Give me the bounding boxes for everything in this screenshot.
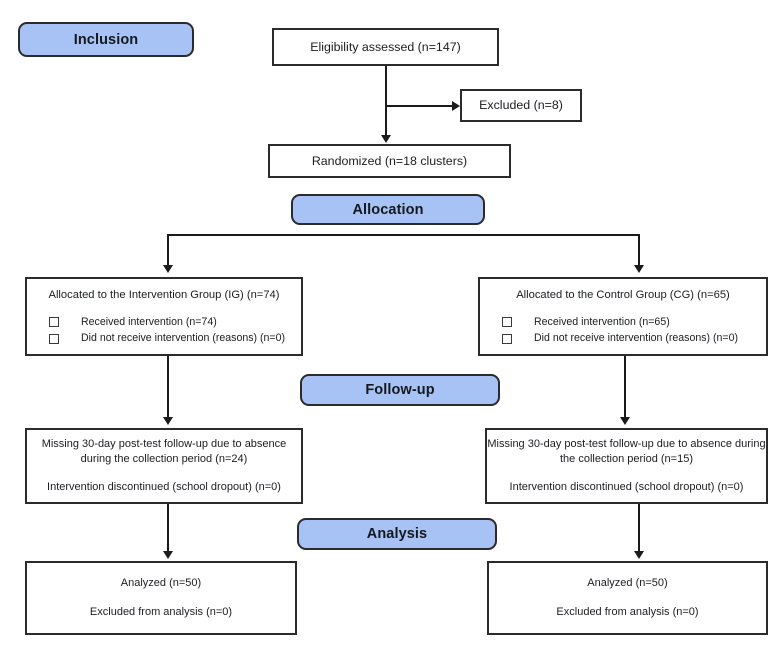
intervention-check-label-0: Received intervention (n=74)	[81, 315, 217, 328]
connector-followup-right-arrowhead	[620, 417, 630, 425]
connector-analysis-left-stem	[167, 504, 169, 554]
box-analysis-control-line1: Analyzed (n=50)	[587, 577, 668, 590]
box-followup-control-line1: Missing 30-day post-test follow-up due t…	[487, 437, 766, 465]
connector-analysis-left-arrowhead	[163, 551, 173, 559]
stage-badge-followup: Follow-up	[300, 374, 500, 406]
connector-analysis-right-stem	[638, 504, 640, 554]
connector-allocation-left-arrowhead	[163, 265, 173, 273]
box-excluded-label: Excluded (n=8)	[479, 98, 563, 113]
connector-followup-right-stem	[624, 356, 626, 419]
box-followup-control-line2: Intervention discontinued (school dropou…	[509, 481, 744, 494]
connector-eligibility-arrowhead	[381, 135, 391, 143]
control-check-label-0: Received intervention (n=65)	[534, 315, 670, 328]
box-analysis-intervention-line1: Analyzed (n=50)	[120, 577, 202, 590]
checkbox-icon	[49, 317, 59, 328]
list-item: Received intervention (n=65)	[502, 316, 766, 329]
stage-badge-allocation-label: Allocation	[352, 201, 424, 218]
stage-badge-followup-label: Follow-up	[365, 382, 435, 398]
connector-analysis-right-arrowhead	[634, 551, 644, 559]
box-followup-intervention-line2: Intervention discontinued (school dropou…	[47, 481, 281, 494]
connector-followup-left-stem	[167, 356, 169, 419]
box-randomized: Randomized (n=18 clusters)	[268, 144, 511, 178]
box-randomized-label: Randomized (n=18 clusters)	[311, 153, 468, 168]
box-followup-intervention-line1: Missing 30-day post-test follow-up due t…	[41, 437, 287, 465]
connector-allocation-split-bar	[167, 234, 639, 236]
connector-allocation-right-arrowhead	[634, 265, 644, 273]
box-eligibility-assessed-label: Eligibility assessed (n=147)	[310, 39, 461, 54]
intervention-checklist: Received intervention (n=74) Did not rec…	[27, 316, 301, 345]
connector-excluded-branch	[385, 105, 453, 107]
connector-eligibility-stem	[385, 66, 387, 138]
intervention-check-label-1: Did not receive intervention (reasons) (…	[81, 332, 286, 345]
list-item: Did not receive intervention (reasons) (…	[502, 332, 766, 345]
box-analysis-control-line2: Excluded from analysis (n=0)	[556, 606, 699, 618]
stage-badge-inclusion: Inclusion	[18, 22, 194, 57]
list-item: Did not receive intervention (reasons) (…	[49, 332, 301, 345]
box-eligibility-assessed: Eligibility assessed (n=147)	[272, 28, 499, 66]
box-followup-intervention: Missing 30-day post-test follow-up due t…	[25, 428, 303, 504]
box-allocated-control-title: Allocated to the Control Group (CG) (n=6…	[516, 288, 730, 301]
control-check-label-1: Did not receive intervention (reasons) (…	[534, 332, 739, 345]
box-allocated-control-group: Allocated to the Control Group (CG) (n=6…	[478, 277, 768, 356]
control-checklist: Received intervention (n=65) Did not rec…	[480, 316, 766, 345]
connector-followup-left-arrowhead	[163, 417, 173, 425]
connector-excluded-arrowhead	[452, 101, 460, 111]
box-analysis-control: Analyzed (n=50) Excluded from analysis (…	[487, 561, 768, 635]
box-allocated-intervention-group: Allocated to the Intervention Group (IG)…	[25, 277, 303, 356]
connector-allocation-right-drop	[638, 234, 640, 268]
box-excluded: Excluded (n=8)	[460, 89, 582, 122]
box-analysis-intervention: Analyzed (n=50) Excluded from analysis (…	[25, 561, 297, 635]
stage-badge-analysis: Analysis	[297, 518, 497, 550]
box-analysis-intervention-line2: Excluded from analysis (n=0)	[89, 606, 233, 618]
connector-allocation-left-drop	[167, 234, 169, 268]
box-followup-control: Missing 30-day post-test follow-up due t…	[485, 428, 768, 504]
checkbox-icon	[502, 317, 512, 328]
checkbox-icon	[49, 333, 59, 344]
list-item: Received intervention (n=74)	[49, 316, 301, 329]
checkbox-icon	[502, 333, 512, 344]
stage-badge-allocation: Allocation	[291, 194, 485, 225]
stage-badge-inclusion-label: Inclusion	[73, 31, 139, 48]
box-allocated-intervention-title: Allocated to the Intervention Group (IG)…	[48, 288, 280, 301]
stage-badge-analysis-label: Analysis	[366, 526, 428, 542]
